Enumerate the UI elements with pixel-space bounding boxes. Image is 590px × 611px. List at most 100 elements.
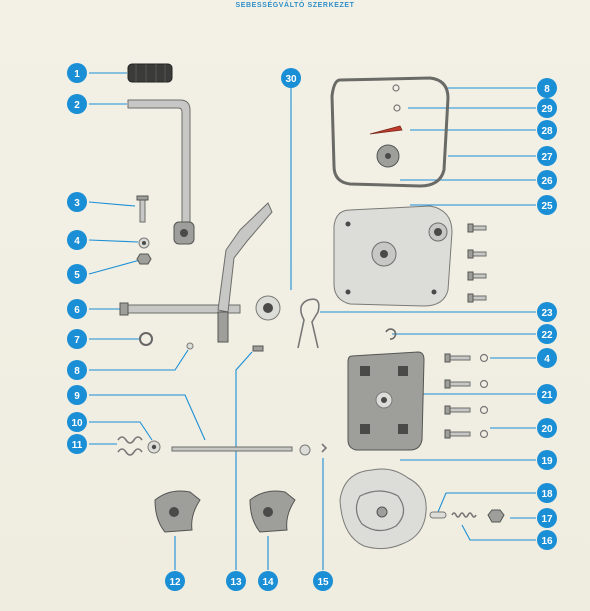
leader-4-left	[88, 239, 139, 243]
part-small-ball	[186, 342, 194, 350]
svg-text:10: 10	[71, 418, 83, 429]
leader-8-left	[89, 349, 189, 371]
svg-text:17: 17	[541, 514, 553, 525]
svg-text:16: 16	[541, 536, 553, 547]
svg-text:5: 5	[74, 270, 80, 281]
part-disc	[376, 144, 400, 168]
part-spring-clip	[297, 298, 320, 349]
diagram-title: SEBESSÉGVÁLTÓ SZERKEZET	[235, 2, 355, 9]
part-bolts-plate	[444, 353, 489, 439]
part-small-ring-29	[393, 104, 401, 112]
callout-23: 23	[537, 302, 557, 322]
callout-29: 29	[537, 98, 557, 118]
svg-text:22: 22	[541, 330, 553, 341]
part-screws-cover	[467, 223, 487, 303]
svg-text:4: 4	[74, 236, 80, 247]
callout-12: 12	[165, 571, 185, 591]
svg-text:3: 3	[74, 198, 80, 209]
part-mounting-plate	[347, 351, 425, 451]
callouts: 1 2 3 4 5 6 7 8 9 10 11 12 13 14 15 30 8…	[67, 63, 557, 591]
leader-3	[88, 201, 136, 207]
leader-18	[437, 492, 536, 513]
callout-11: 11	[67, 434, 87, 454]
svg-text:20: 20	[541, 424, 553, 435]
svg-text:19: 19	[541, 456, 553, 467]
callout-8-left: 8	[67, 360, 87, 380]
part-detent-pin	[429, 511, 447, 519]
part-plug	[487, 509, 505, 523]
part-spring-11	[117, 436, 143, 456]
part-circlip	[385, 328, 397, 340]
svg-text:8: 8	[544, 84, 550, 95]
svg-text:2: 2	[74, 100, 80, 111]
callout-26: 26	[537, 170, 557, 190]
svg-text:4: 4	[544, 354, 550, 365]
callout-22: 22	[537, 324, 557, 344]
svg-text:28: 28	[541, 126, 553, 137]
callout-14: 14	[258, 571, 278, 591]
svg-text:14: 14	[262, 577, 274, 588]
callout-4-right: 4	[537, 348, 557, 368]
leader-9	[89, 394, 206, 441]
callout-9: 9	[67, 385, 87, 405]
callout-16: 16	[537, 530, 557, 550]
svg-text:8: 8	[74, 366, 80, 377]
svg-text:29: 29	[541, 104, 553, 115]
callout-19: 19	[537, 450, 557, 470]
svg-text:27: 27	[541, 152, 553, 163]
callout-1: 1	[67, 63, 87, 83]
callout-2: 2	[67, 94, 87, 114]
part-washer-15	[299, 444, 311, 456]
leader-5	[88, 259, 141, 275]
callout-18: 18	[537, 483, 557, 503]
svg-text:18: 18	[541, 489, 553, 500]
svg-text:7: 7	[74, 335, 80, 346]
part-cam-wheel	[339, 468, 427, 550]
part-gasket	[330, 76, 450, 188]
part-detent-spring	[451, 512, 477, 518]
svg-text:1: 1	[74, 69, 80, 80]
callout-15: 15	[313, 571, 333, 591]
leader-lines	[88, 72, 536, 570]
callout-7: 7	[67, 329, 87, 349]
svg-text:12: 12	[169, 577, 181, 588]
part-rubber-grip	[127, 63, 173, 83]
leader-13	[235, 351, 253, 570]
svg-text:21: 21	[541, 390, 553, 401]
part-indicator-pointer	[369, 125, 403, 135]
svg-text:26: 26	[541, 176, 553, 187]
part-seal-ring	[255, 295, 281, 321]
svg-text:9: 9	[74, 391, 80, 402]
callout-17: 17	[537, 508, 557, 528]
svg-text:30: 30	[285, 74, 297, 85]
part-ring	[139, 332, 153, 346]
svg-text:23: 23	[541, 308, 553, 319]
callout-30: 30	[281, 68, 301, 88]
callout-27: 27	[537, 146, 557, 166]
svg-text:15: 15	[317, 577, 329, 588]
part-cam-14	[249, 490, 296, 533]
parts	[117, 63, 505, 550]
callout-25: 25	[537, 195, 557, 215]
callout-28: 28	[537, 120, 557, 140]
callout-6: 6	[67, 299, 87, 319]
leader-16	[461, 524, 536, 541]
callout-10: 10	[67, 412, 87, 432]
svg-text:11: 11	[72, 440, 83, 451]
svg-text:6: 6	[74, 305, 80, 316]
callout-8-right: 8	[537, 78, 557, 98]
callout-21: 21	[537, 384, 557, 404]
callout-3: 3	[67, 192, 87, 212]
part-shift-shaft	[119, 202, 273, 343]
svg-text:25: 25	[541, 201, 553, 212]
callout-20: 20	[537, 418, 557, 438]
part-nut	[136, 253, 152, 265]
part-kick-lever	[127, 99, 195, 245]
callout-13: 13	[226, 571, 246, 591]
svg-text:13: 13	[230, 577, 242, 588]
part-cam-12	[154, 490, 201, 533]
part-pin	[136, 195, 149, 223]
callout-4-left: 4	[67, 230, 87, 250]
